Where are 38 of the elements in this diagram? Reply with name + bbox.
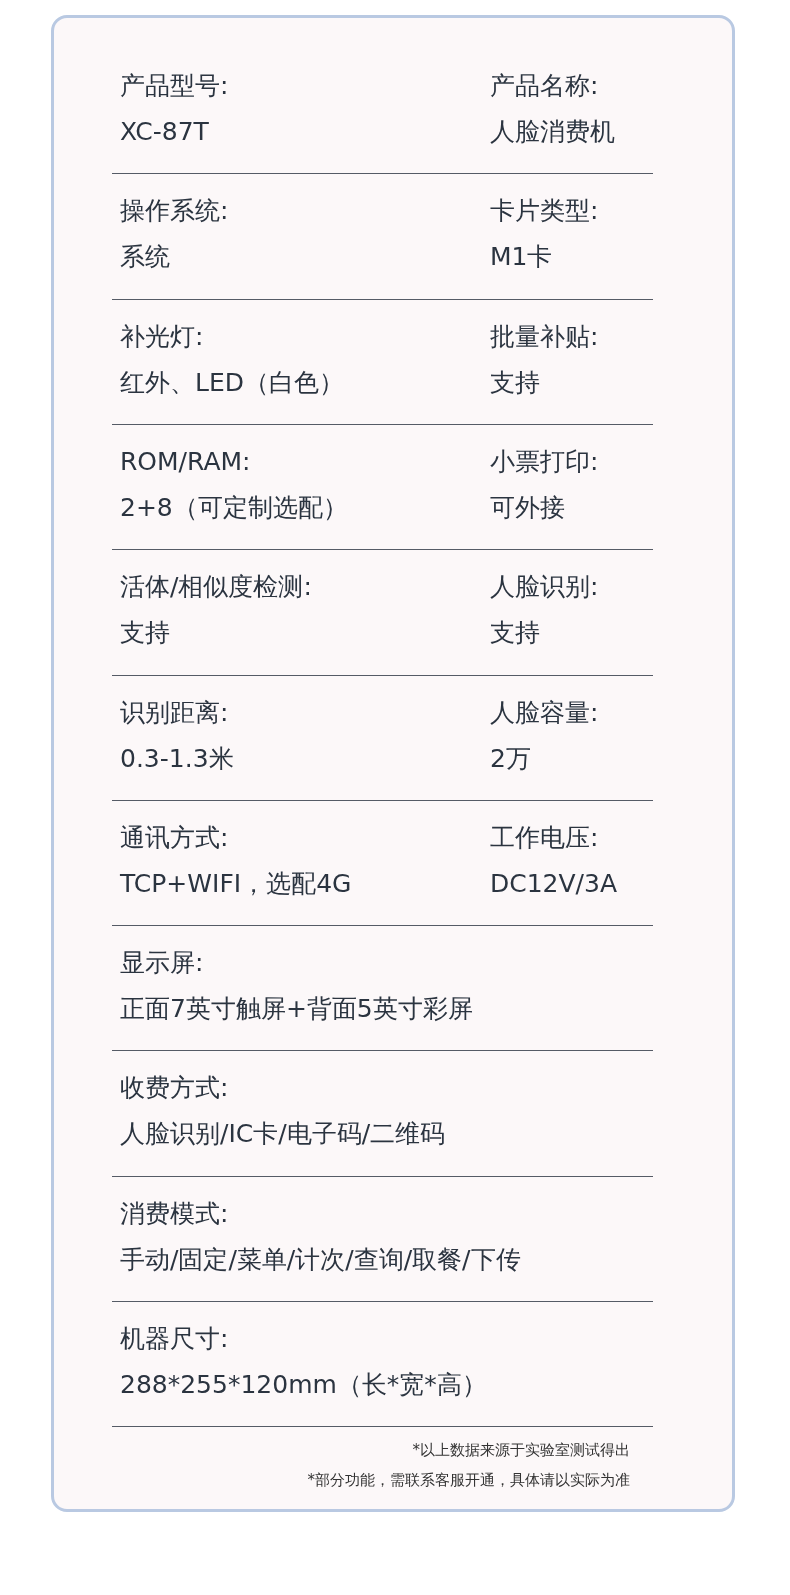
field-label: 产品名称: [490,70,599,102]
field-label: 人脸识别: [490,571,599,604]
field-label: 人脸容量: [490,696,599,729]
field-value: 人脸识别/IC卡/电子码/二维码 [120,1118,446,1151]
field-label: 显示屏: [120,947,204,980]
field-value: 系统 [120,241,170,274]
field-label: ROM/RAM: [120,445,251,478]
field-value: 人脸消费机 [490,116,615,148]
field-label: 通讯方式: [120,821,229,854]
field-value: 可外接 [490,491,565,524]
field-label: 收费方式: [120,1072,229,1105]
field-value: M1卡 [490,241,553,274]
field-label: 识别距离: [120,696,229,729]
field-value: 支持 [490,366,540,399]
field-label: 工作电压: [490,821,599,854]
field-value: 手动/固定/菜单/计次/查询/取餐/下传 [120,1243,521,1276]
field-label: 小票打印: [490,445,599,478]
footnote: *部分功能，需联系客服开通，具体请以实际为准 [307,1470,630,1491]
field-value: 288*255*120mm（长*宽*高） [120,1369,487,1401]
field-value: 支持 [120,617,170,650]
field-label: 操作系统: [120,195,229,228]
field-value: DC12V/3A [490,867,618,900]
field-label: 机器尺寸: [120,1323,229,1355]
field-label: 卡片类型: [490,195,599,228]
field-label: 批量补贴: [490,320,599,353]
field-label: 活体/相似度检测: [120,571,312,604]
field-value: 支持 [490,617,540,650]
field-label: 补光灯: [120,320,204,353]
field-value: 正面7英寸触屏+背面5英寸彩屏 [120,993,473,1026]
field-value: 0.3-1.3米 [120,742,234,775]
field-label: 消费模式: [120,1197,229,1230]
field-value: XC-87T [120,116,209,148]
field-value: 2+8（可定制选配） [120,491,348,524]
footnote: *以上数据来源于实验室测试得出 [412,1440,630,1461]
field-value: 红外、LED（白色） [120,366,344,399]
field-value: 2万 [490,742,531,775]
field-label: 产品型号: [120,70,229,102]
field-value: TCP+WIFI，选配4G [120,867,352,900]
